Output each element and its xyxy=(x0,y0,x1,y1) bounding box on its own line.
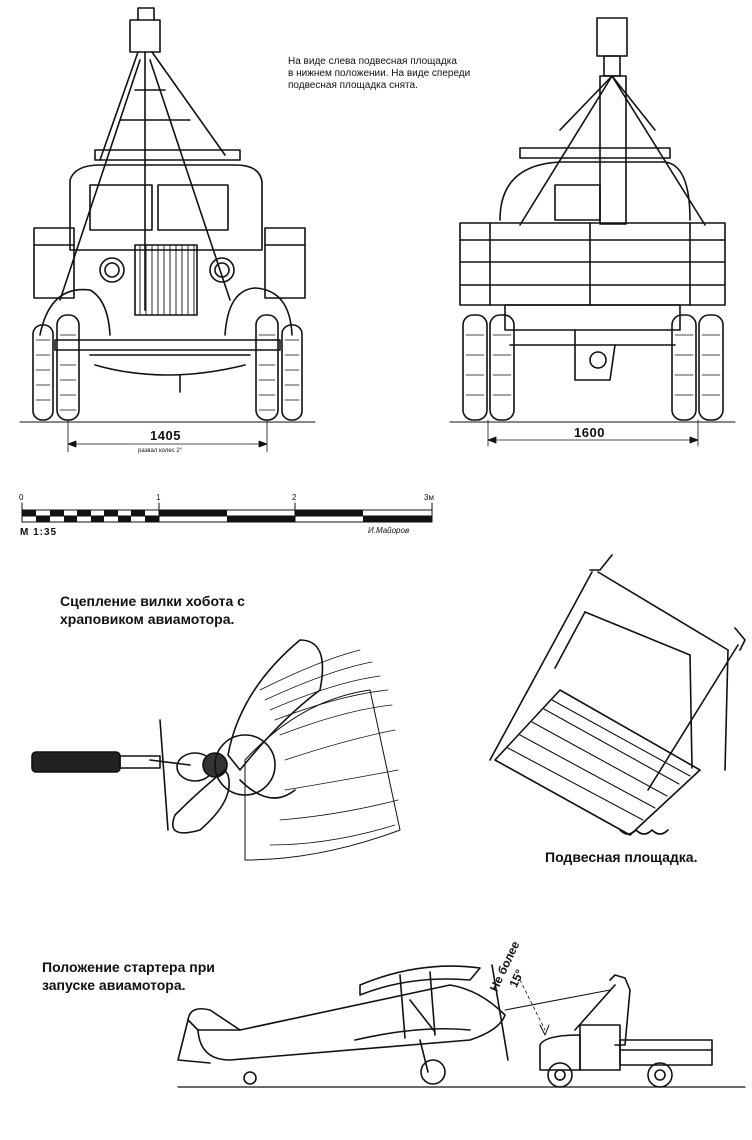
front-track-dimension: 1405 xyxy=(150,428,181,443)
scale-tick-2: 2 xyxy=(292,493,297,502)
drawing-note-line-2: в нижнем положении. На виде спереди xyxy=(288,68,471,79)
drawing-note: На виде слева подвесная площадка в нижне… xyxy=(288,56,470,92)
rear-track-dimension: 1600 xyxy=(574,425,605,440)
truck-rear-view xyxy=(449,17,736,447)
platform-caption: Подвесная площадка. xyxy=(545,849,698,865)
starter-caption: Положение стартера при запуске авиамотор… xyxy=(42,958,215,994)
coupling-caption-line-1: Сцепление вилки хобота с xyxy=(60,593,245,609)
coupling-caption-line-2: храповиком авиамотора. xyxy=(60,611,235,627)
front-camber-note: развал колес 2° xyxy=(138,448,183,454)
platform-illustration xyxy=(489,554,746,836)
scale-tick-3: 3м xyxy=(424,493,434,502)
starter-scene xyxy=(177,964,746,1088)
drawing-note-line-1: На виде слева подвесная площадка xyxy=(288,56,457,67)
drawing-note-line-3: подвесная площадка снята. xyxy=(288,80,418,91)
author-signature: И.Майоров xyxy=(368,526,410,535)
scale-ratio-label: М 1:35 xyxy=(20,527,58,538)
scale-tick-1: 1 xyxy=(156,493,161,502)
starter-caption-line-2: запуске авиамотора. xyxy=(42,977,186,993)
scale-tick-0: 0 xyxy=(19,493,24,502)
coupling-illustration xyxy=(31,639,401,861)
starter-caption-line-1: Положение стартера при xyxy=(42,959,215,975)
truck-front-view xyxy=(19,7,316,453)
coupling-caption: Сцепление вилки хобота с храповиком авиа… xyxy=(60,592,245,628)
front-left-wheels xyxy=(32,314,80,421)
front-right-wheels xyxy=(255,314,303,421)
